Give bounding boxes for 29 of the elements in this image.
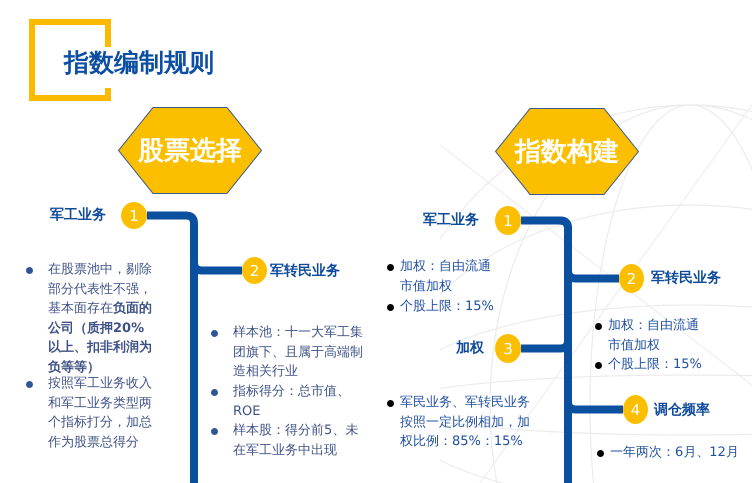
step-heading: 军工业务 [423,211,479,229]
hexagon-shape [118,107,262,194]
bullet-text: 指标得分：总市值、ROE [233,383,351,420]
bullet-text: 军民业务、军转民业务按照一定比例相加，加权比例：85%：15% [400,394,531,451]
number-circle: 1 [121,202,147,229]
bullet-text: 加权：自由流通市值加权 [400,258,492,296]
step-heading: 军工业务 [50,206,106,224]
section-title: 指数构建 [515,136,619,168]
step-heading: 加权 [456,339,484,357]
bullet-text: 在股票池中，剔除部分代表性不强，基本面存在负面的公司（质押20%以上、扣非利润为负等等） [48,261,153,376]
bullet-text: 个股上限：15% [400,298,495,316]
step-heading: 军转民业务 [651,269,721,287]
bullet-text: 样本池：十一大军工集团旗下、且属于高端制造相关行业 [233,324,364,381]
number-circle: 2 [242,257,267,284]
number-circle: 2 [619,264,644,293]
bullet-text: 样本股：得分前5、未在军工业务中出现 [233,422,360,460]
number-circle: 4 [623,395,648,424]
hexagon-shape [495,108,639,195]
bullet-text: 个股上限：15% [608,356,703,374]
bullet-text: 一年两次：6月、12月 [610,444,740,462]
page-title: 指数编制规则 [64,47,214,79]
section-title: 股票选择 [138,134,242,166]
number-circle: 1 [495,206,521,235]
step-heading: 军转民业务 [270,262,340,280]
number-circle: 3 [495,334,521,363]
connector-line [147,212,242,274]
step-heading: 调仓频率 [654,401,710,419]
bullet-text: 加权：自由流通市值加权 [608,317,700,354]
bullet-text: 按照军工业务收入和军工业务类型两个指标打分，加总作为股票总得分 [48,375,153,452]
